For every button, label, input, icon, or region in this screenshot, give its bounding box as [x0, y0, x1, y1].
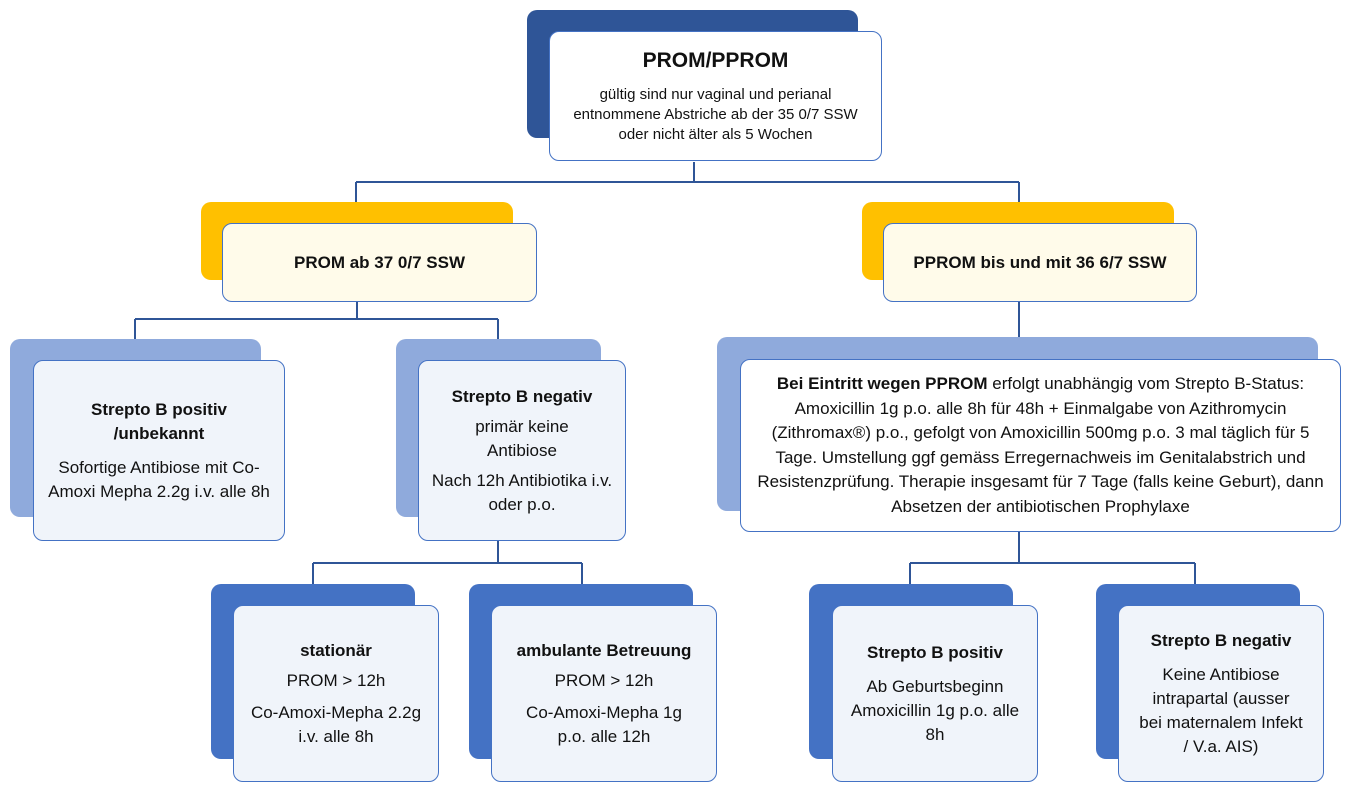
- prom-gbs-positive-title: Strepto B positiv /unbekannt: [90, 399, 227, 443]
- prom-title: PROM ab 37 0/7 SSW: [294, 252, 465, 272]
- prom-node: PROM ab 37 0/7 SSW: [222, 223, 537, 302]
- ambulant-node: ambulante Betreuung PROM > 12h Co-Amoxi-…: [491, 605, 717, 782]
- root-node: PROM/PPROM gültig sind nur vaginal und p…: [549, 31, 882, 161]
- pprom-gbs-positive-title: Strepto B positiv: [866, 642, 1003, 662]
- ambulant-title: ambulante Betreuung: [516, 640, 692, 660]
- stationaer-node: stationär PROM > 12h Co-Amoxi-Mepha 2.2g…: [233, 605, 439, 782]
- root-title: PROM/PPROM: [642, 49, 789, 72]
- pprom-admission-body: erfolgt unabhängig vom Strepto B-Status:…: [757, 374, 1324, 516]
- prom-gbs-negative-line1: primär keine Antibiose: [475, 416, 569, 460]
- root-subtitle: gültig sind nur vaginal und perianal ent…: [573, 86, 858, 143]
- ambulant-line1: PROM > 12h: [554, 670, 654, 690]
- pprom-gbs-positive-text: Ab Geburtsbeginn Amoxicillin 1g p.o. all…: [850, 676, 1020, 744]
- pprom-admission-node: Bei Eintritt wegen PPROM erfolgt unabhän…: [740, 359, 1341, 532]
- prom-gbs-negative-line2: Nach 12h Antibiotika i.v. oder p.o.: [431, 470, 613, 514]
- prom-gbs-negative-node: Strepto B negativ primär keine Antibiose…: [418, 360, 626, 541]
- prom-gbs-positive-text: Sofortige Antibiose mit Co-Amoxi Mepha 2…: [48, 457, 270, 501]
- prom-gbs-negative-title: Strepto B negativ: [451, 386, 593, 406]
- prom-gbs-positive-node: Strepto B positiv /unbekannt Sofortige A…: [33, 360, 285, 541]
- ambulant-line2: Co-Amoxi-Mepha 1g p.o. alle 12h: [526, 702, 682, 746]
- stationaer-line2: Co-Amoxi-Mepha 2.2g i.v. alle 8h: [250, 702, 422, 746]
- stationaer-title: stationär: [300, 640, 372, 660]
- stationaer-line1: PROM > 12h: [286, 670, 386, 690]
- pprom-gbs-positive-node: Strepto B positiv Ab Geburtsbeginn Amoxi…: [832, 605, 1038, 782]
- pprom-admission-text: Bei Eintritt wegen PPROM erfolgt unabhän…: [753, 372, 1328, 519]
- pprom-gbs-negative-node: Strepto B negativ Keine Antibiose intrap…: [1118, 605, 1324, 782]
- pprom-gbs-negative-title: Strepto B negativ: [1150, 630, 1292, 650]
- pprom-title: PPROM bis und mit 36 6/7 SSW: [913, 252, 1167, 272]
- pprom-admission-lead: Bei Eintritt wegen PPROM: [776, 374, 988, 393]
- pprom-gbs-negative-text: Keine Antibiose intrapartal (ausser bei …: [1139, 664, 1303, 756]
- pprom-node: PPROM bis und mit 36 6/7 SSW: [883, 223, 1197, 302]
